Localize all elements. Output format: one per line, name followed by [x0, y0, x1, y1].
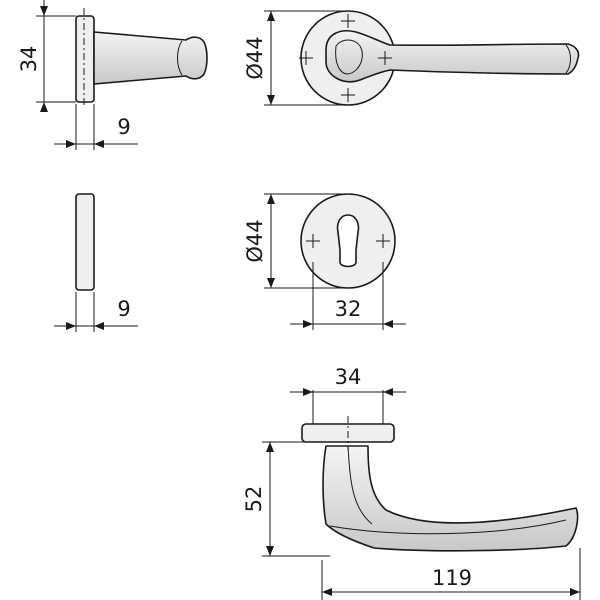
- dimension-label-lever-rose-width: 34: [335, 365, 362, 389]
- dimension-escutcheon-diameter: Ø44: [243, 193, 348, 289]
- dim-arrow: [267, 194, 275, 204]
- dim-arrow: [266, 442, 274, 452]
- dimension-label-keyhole-spacing: 32: [335, 297, 362, 321]
- dim-arrow: [40, 102, 48, 112]
- dim-arrow: [94, 140, 104, 148]
- dim-arrow: [266, 546, 274, 556]
- dim-arrow: [66, 322, 76, 330]
- dimension-label-lever-height: 52: [242, 486, 266, 513]
- escutcheon-plate-side: [75, 193, 95, 291]
- dim-arrow: [383, 388, 393, 396]
- rose-side-view: [75, 8, 208, 108]
- dimension-label-rose-height: 34: [17, 46, 41, 73]
- dimension-label-escutcheon-diameter: Ø44: [243, 219, 267, 262]
- dimension-label-rose-depth: 9: [117, 115, 130, 139]
- dim-arrow: [570, 588, 580, 596]
- escutcheon-side-view: [75, 193, 95, 291]
- fixing-screw-marks: [306, 234, 390, 248]
- dim-arrow: [94, 322, 104, 330]
- dimension-rose-side-depth: 9: [54, 104, 138, 150]
- dimension-label-rose-diameter: Ø44: [243, 36, 267, 79]
- dimension-lever-length: 119: [321, 548, 581, 600]
- dim-arrow: [303, 320, 313, 328]
- lever-stub-collar-line: [177, 40, 183, 76]
- lever-top-view: [301, 416, 579, 552]
- dimension-lever-height: 52: [242, 441, 330, 557]
- dimension-rose-front-diameter: Ø44: [243, 10, 348, 106]
- dimension-escutcheon-depth: 9: [54, 292, 138, 332]
- cylinder-keyhole: [336, 214, 360, 268]
- fixing-screw-marks: [299, 14, 392, 102]
- lever-tip-line: [565, 44, 571, 74]
- dim-arrow: [267, 278, 275, 288]
- dimension-label-lever-length: 119: [432, 566, 472, 590]
- lever-ridge-line: [347, 445, 373, 525]
- dim-arrow: [267, 95, 275, 105]
- dim-arrow: [383, 320, 393, 328]
- lever-stub-side: [93, 31, 208, 85]
- lever-neck-outline: [335, 39, 363, 75]
- dimension-lever-rose-width: 34: [290, 365, 406, 424]
- lever-front-body: [325, 30, 580, 83]
- dimension-label-escutcheon-depth: 9: [117, 297, 130, 321]
- escutcheon-front-view: [300, 193, 396, 289]
- dimension-keyhole-spacing: 32: [290, 262, 406, 330]
- dim-arrow: [40, 6, 48, 16]
- dim-arrow: [322, 588, 332, 596]
- lever-top-body: [322, 445, 579, 552]
- dim-arrow: [66, 140, 76, 148]
- rose-plate-side: [75, 15, 95, 103]
- dimension-rose-side-height: 34: [17, 0, 76, 112]
- rose-front-view: [299, 10, 580, 106]
- dim-arrow: [303, 388, 313, 396]
- dim-arrow: [267, 11, 275, 21]
- lever-edge-line: [329, 519, 567, 535]
